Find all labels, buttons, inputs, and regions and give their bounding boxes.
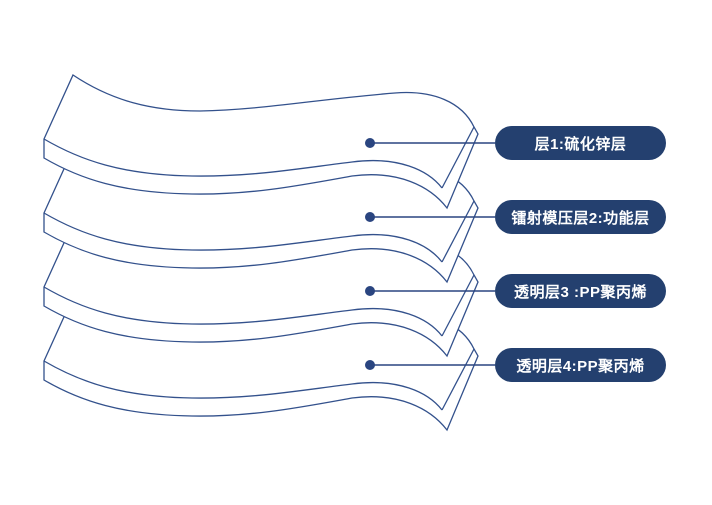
connector-layer-1 xyxy=(365,138,495,148)
connector-layer-3 xyxy=(365,286,495,296)
label-pill-text: 透明层3 :PP聚丙烯 xyxy=(513,283,647,301)
connector-layer-4 xyxy=(365,360,495,370)
label-pill-layer-2: 镭射模压层2:功能层 xyxy=(495,200,666,234)
label-pill-layer-3: 透明层3 :PP聚丙烯 xyxy=(495,274,666,308)
label-pill-text: 层1:硫化锌层 xyxy=(534,135,627,153)
label-pill-text: 镭射模压层2:功能层 xyxy=(511,209,650,227)
connector-dot-2 xyxy=(365,212,375,222)
connector-layer-2 xyxy=(365,212,495,222)
label-pill-layer-4: 透明层4:PP聚丙烯 xyxy=(495,348,666,382)
connector-dot-3 xyxy=(365,286,375,296)
label-pill-layer-1: 层1:硫化锌层 xyxy=(495,126,666,160)
label-pill-text: 透明层4:PP聚丙烯 xyxy=(516,357,645,375)
connector-dot-1 xyxy=(365,138,375,148)
connector-dot-4 xyxy=(365,360,375,370)
